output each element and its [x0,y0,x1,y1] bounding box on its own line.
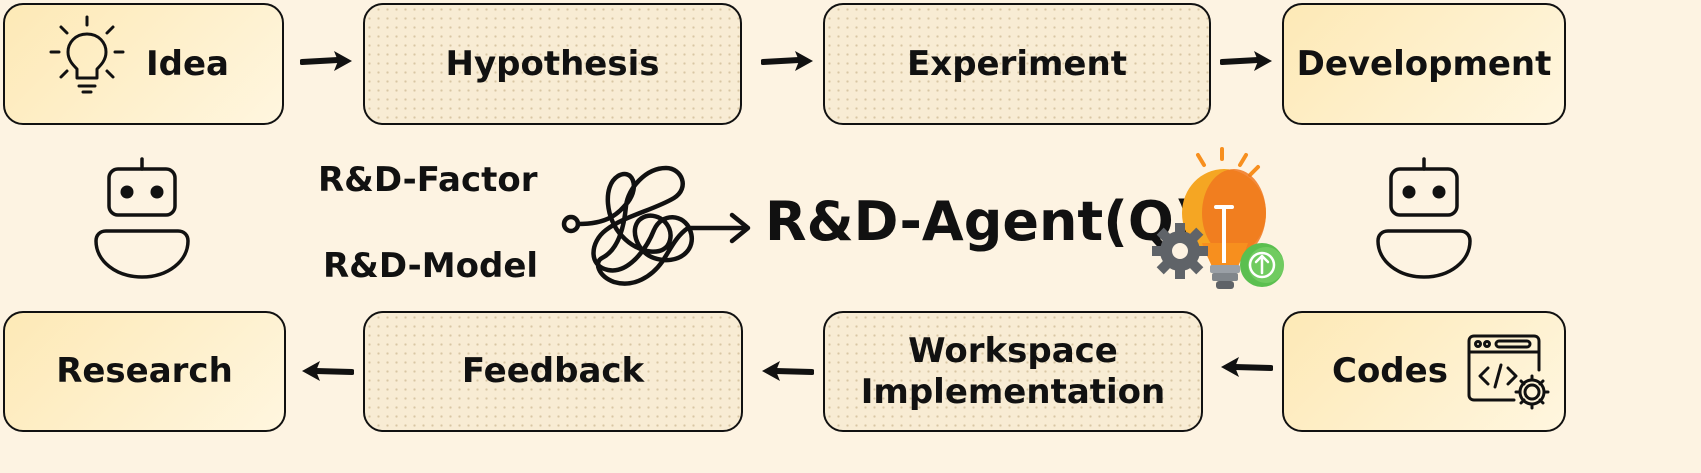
rd-model-label: R&D-Model [323,246,539,286]
arrow-feedback-to-research [302,361,354,381]
arrow-workspace-to-feedback [762,361,814,381]
bulb-gear-icon [1152,147,1284,289]
feedback-label: Feedback [461,351,645,392]
hypothesis-label: Hypothesis [445,43,660,84]
workspace-implementation-box: Workspace Implementation [823,311,1203,432]
idea-box: Idea [3,3,284,125]
development-box: Development [1282,3,1566,125]
code-window-icon [1467,334,1550,410]
hypothesis-box: Hypothesis [363,3,742,125]
robot-icon-right [1376,157,1472,279]
research-box: Research [3,311,286,432]
arrow-codes-to-workspace [1221,357,1273,377]
development-label: Development [1296,43,1552,84]
workspace-label-line1: Workspace [908,331,1118,372]
arrow-idea-to-hypothesis [300,51,352,71]
experiment-label: Experiment [907,43,1127,84]
rd-factor-label: R&D-Factor [318,160,538,200]
lightbulb-icon [49,15,125,94]
research-label: Research [56,351,233,392]
codes-box: Codes [1282,311,1566,432]
codes-label: Codes [1332,351,1448,392]
idea-label: Idea [146,43,229,84]
arrow-hypothesis-to-experiment [761,51,813,71]
rd-agent-title: R&D-Agent(Q) [765,190,1199,253]
tangle-icon [561,165,751,286]
feedback-box: Feedback [363,311,743,432]
workspace-label-line2: Implementation [860,371,1166,412]
robot-icon-left [94,157,190,279]
arrow-experiment-to-development [1220,51,1272,71]
experiment-box: Experiment [823,3,1211,125]
